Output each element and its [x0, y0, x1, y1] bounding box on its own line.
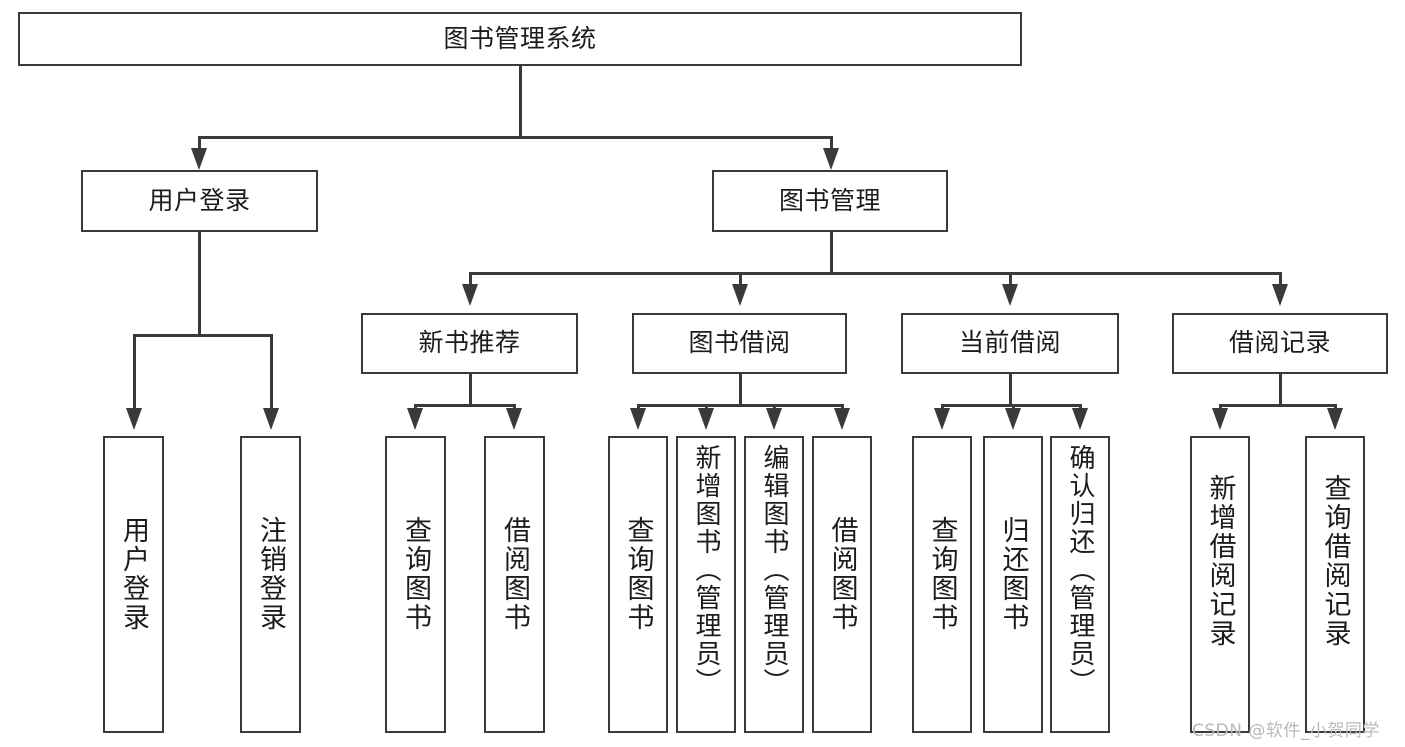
- connector-cb-stem: [1009, 374, 1012, 406]
- leaf-confirm-return-label: 确认归还（管理员）: [1065, 444, 1095, 696]
- arrow-book-manage-book-borrow: [732, 284, 748, 306]
- leaf-query-record-label: 查询借阅记录: [1319, 474, 1351, 648]
- connector-root-to-book-manage: [830, 136, 833, 152]
- node-borrow-record-label: 借阅记录: [1228, 328, 1331, 358]
- leaf-return-book-label: 归还图书: [997, 516, 1029, 632]
- connector-root-to-user-login: [198, 136, 201, 152]
- node-current-borrow-label: 当前借阅: [958, 328, 1061, 358]
- connector-bm-drop-3: [1009, 272, 1012, 288]
- leaf-user-login-label: 用户登录: [118, 516, 149, 632]
- arrow-bb-leaf-3: [766, 408, 782, 430]
- arrow-user-login-leaf-1: [126, 408, 142, 430]
- leaf-query-book-rec[interactable]: 查询图书: [385, 436, 446, 733]
- arrow-br-leaf-1: [1212, 408, 1228, 430]
- connector-root-stem: [519, 66, 522, 138]
- arrow-cb-leaf-1: [934, 408, 950, 430]
- connector-br-bus: [1219, 404, 1336, 407]
- node-book-borrow-label: 图书借阅: [688, 328, 791, 358]
- leaf-query-book[interactable]: 查询图书: [608, 436, 668, 733]
- arrow-book-manage-current-borrow: [1002, 284, 1018, 306]
- node-root-label: 图书管理系统: [443, 23, 597, 53]
- leaf-query-record[interactable]: 查询借阅记录: [1305, 436, 1365, 733]
- node-user-login[interactable]: 用户登录: [81, 170, 318, 232]
- connector-bb-bus: [637, 404, 843, 407]
- leaf-query-book-cur-label: 查询图书: [926, 516, 958, 632]
- leaf-borrow-book-rec[interactable]: 借阅图书: [484, 436, 545, 733]
- leaf-confirm-return[interactable]: 确认归还（管理员）: [1050, 436, 1110, 733]
- leaf-return-book[interactable]: 归还图书: [983, 436, 1043, 733]
- leaf-logout[interactable]: 注销登录: [240, 436, 301, 733]
- connector-user-login-drop-2: [270, 334, 273, 412]
- connector-root-bus: [198, 136, 832, 139]
- connector-user-login-bus: [133, 334, 272, 337]
- arrow-user-login-leaf-2: [263, 408, 279, 430]
- leaf-add-record[interactable]: 新增借阅记录: [1190, 436, 1250, 733]
- arrow-root-to-user-login: [191, 148, 207, 170]
- leaf-query-book-cur[interactable]: 查询图书: [912, 436, 972, 733]
- arrow-nbr-leaf-1: [407, 408, 423, 430]
- connector-bm-drop-4: [1279, 272, 1282, 288]
- arrow-bb-leaf-1: [630, 408, 646, 430]
- connector-user-login-drop-1: [133, 334, 136, 412]
- arrow-bb-leaf-2: [698, 408, 714, 430]
- leaf-logout-label: 注销登录: [255, 516, 286, 632]
- node-book-borrow[interactable]: 图书借阅: [632, 313, 847, 374]
- leaf-query-book-rec-label: 查询图书: [400, 516, 431, 632]
- connector-cb-bus: [941, 404, 1081, 407]
- connector-bm-drop-2: [739, 272, 742, 288]
- arrow-nbr-leaf-2: [506, 408, 522, 430]
- arrow-bb-leaf-4: [834, 408, 850, 430]
- node-root[interactable]: 图书管理系统: [18, 12, 1022, 66]
- watermark: CSDN @软件_小贺同学: [1192, 721, 1380, 741]
- connector-br-stem: [1279, 374, 1282, 406]
- arrow-cb-leaf-2: [1005, 408, 1021, 430]
- connector-user-login-stem: [198, 232, 201, 336]
- arrow-br-leaf-2: [1327, 408, 1343, 430]
- node-current-borrow[interactable]: 当前借阅: [901, 313, 1119, 374]
- leaf-add-record-label: 新增借阅记录: [1204, 474, 1236, 648]
- node-book-manage-label: 图书管理: [778, 185, 881, 215]
- node-user-login-label: 用户登录: [148, 185, 251, 215]
- leaf-query-book-label: 查询图书: [622, 516, 654, 632]
- node-new-book-rec[interactable]: 新书推荐: [361, 313, 578, 374]
- node-book-manage[interactable]: 图书管理: [712, 170, 948, 232]
- connector-bm-drop-1: [469, 272, 472, 288]
- leaf-add-book-label: 新增图书（管理员）: [691, 444, 721, 696]
- connector-bb-stem: [739, 374, 742, 406]
- arrow-book-manage-new-book-rec: [462, 284, 478, 306]
- leaf-borrow-book-rec-label: 借阅图书: [499, 516, 530, 632]
- connector-book-manage-stem: [830, 232, 833, 274]
- arrow-cb-leaf-3: [1072, 408, 1088, 430]
- connector-nbr-bus: [414, 404, 515, 407]
- leaf-edit-book[interactable]: 编辑图书（管理员）: [744, 436, 804, 733]
- leaf-borrow-book[interactable]: 借阅图书: [812, 436, 872, 733]
- leaf-user-login[interactable]: 用户登录: [103, 436, 164, 733]
- connector-book-manage-bus: [469, 272, 1280, 275]
- node-new-book-rec-label: 新书推荐: [418, 328, 521, 358]
- leaf-edit-book-label: 编辑图书（管理员）: [759, 444, 789, 696]
- arrow-book-manage-borrow-record: [1272, 284, 1288, 306]
- leaf-borrow-book-label: 借阅图书: [826, 516, 858, 632]
- node-borrow-record[interactable]: 借阅记录: [1172, 313, 1388, 374]
- leaf-add-book[interactable]: 新增图书（管理员）: [676, 436, 736, 733]
- connector-nbr-stem: [469, 374, 472, 406]
- arrow-root-to-book-manage: [823, 148, 839, 170]
